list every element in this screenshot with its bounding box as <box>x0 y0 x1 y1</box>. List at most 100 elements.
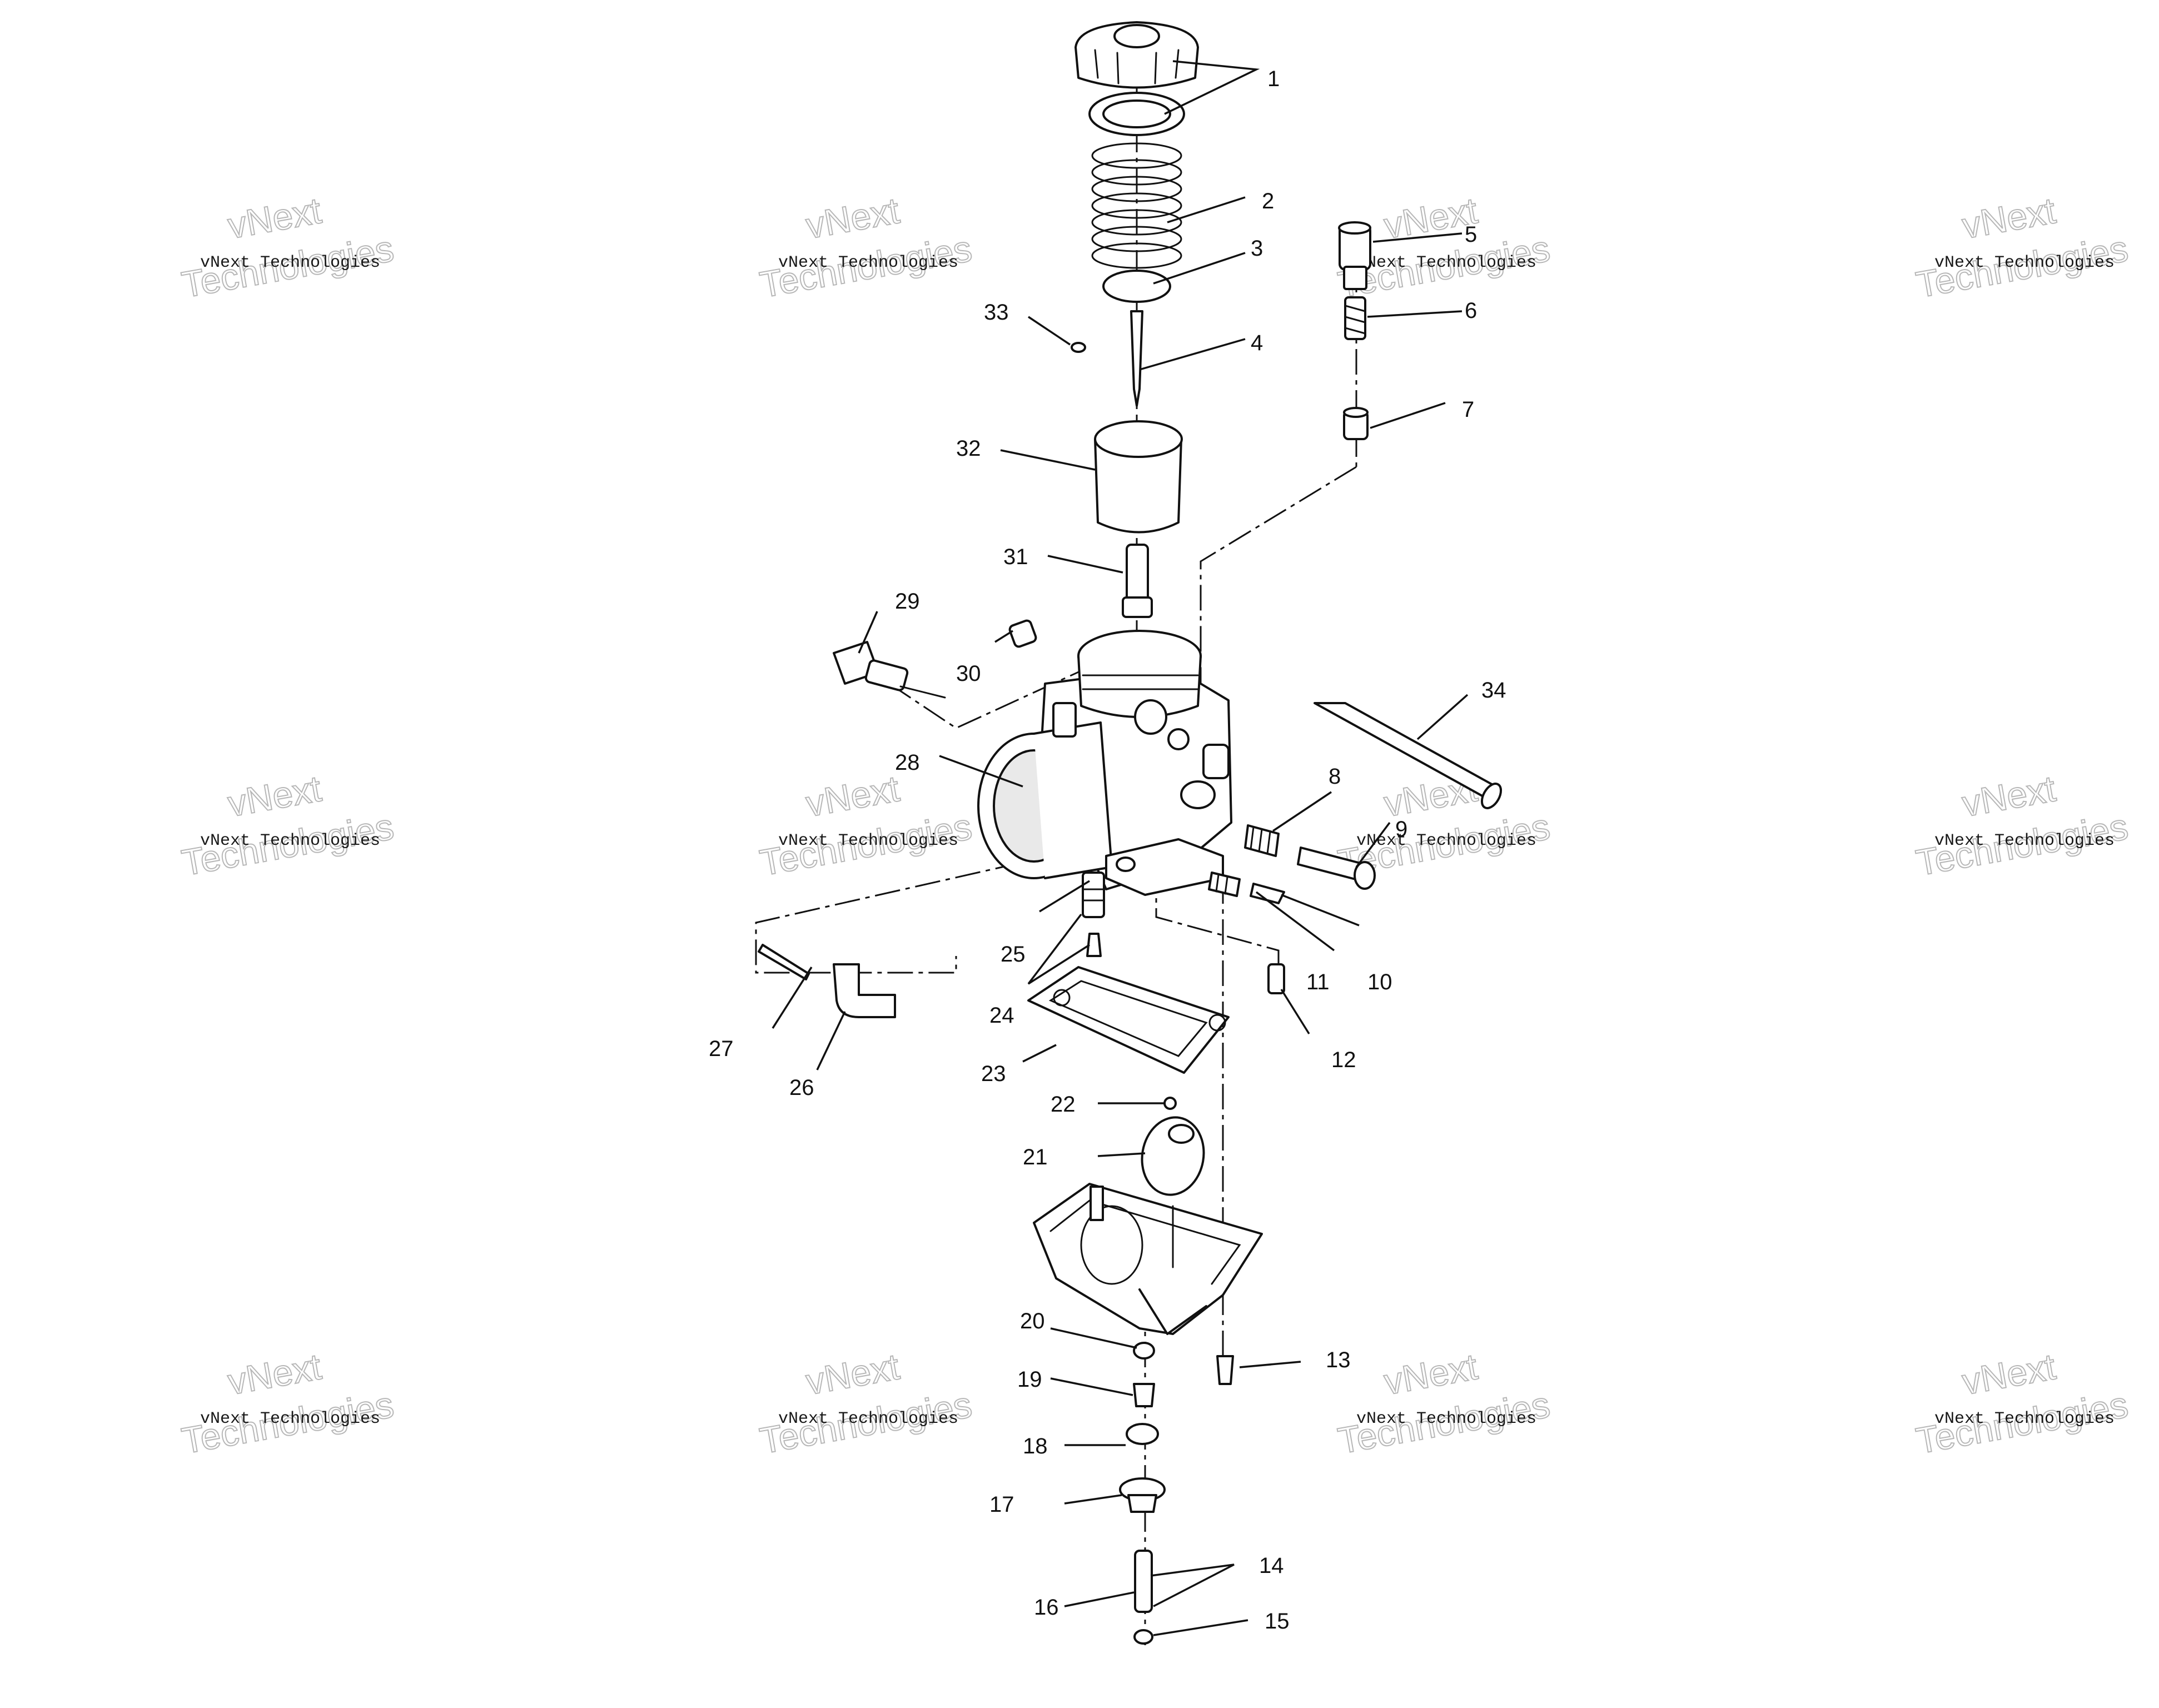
callout-10: 10 <box>1367 970 1392 994</box>
callout-32: 32 <box>956 436 981 461</box>
callout-3: 3 <box>1251 236 1263 261</box>
callout-5: 5 <box>1465 222 1477 247</box>
svg-text:vNext Technologies: vNext Technologies <box>1356 253 1536 272</box>
part-8-spring <box>1244 824 1280 857</box>
svg-text:vNext: vNext <box>225 1346 324 1402</box>
callout-21: 21 <box>1023 1145 1048 1169</box>
part-20-washer <box>1133 1342 1155 1360</box>
part-33-clip <box>1071 342 1086 353</box>
callout-25: 25 <box>1001 942 1026 967</box>
callout-20: 20 <box>1020 1309 1045 1333</box>
part-34-float-pin <box>1314 702 1503 809</box>
watermark: vNext Technologies vNext Technologies <box>1912 189 2131 306</box>
svg-text:vNext: vNext <box>803 768 902 824</box>
part-26-bracket <box>833 963 896 1018</box>
callout-7: 7 <box>1462 397 1474 422</box>
callout-12: 12 <box>1331 1048 1356 1072</box>
part-22-ball <box>1163 1097 1177 1110</box>
watermark: vNext Technologies vNext Technologies <box>1334 1345 1553 1462</box>
part-29-starter-plunger <box>833 641 946 699</box>
watermark: vNext Technologies vNext Technologies <box>178 189 397 306</box>
part-1-cap <box>1074 21 1199 136</box>
part-12-pilot-jet <box>1267 963 1285 994</box>
part-18-o-ring <box>1126 1423 1159 1445</box>
callout-16: 16 <box>1034 1595 1059 1620</box>
callout-labels: 1 2 3 33 4 32 31 5 6 7 29 30 28 34 8 9 1… <box>709 67 1506 1634</box>
callout-29: 29 <box>895 589 920 614</box>
callout-24: 24 <box>989 1003 1014 1028</box>
part-13-screw <box>1216 1355 1234 1385</box>
callout-18: 18 <box>1023 1434 1048 1458</box>
float-bowl <box>1033 1183 1263 1335</box>
callout-22: 22 <box>1051 1092 1076 1117</box>
callout-23: 23 <box>981 1062 1006 1086</box>
svg-text:vNext Technologies: vNext Technologies <box>778 1410 958 1428</box>
part-24-needle-valve <box>1086 933 1102 957</box>
part-27-rod <box>758 944 810 980</box>
svg-text:vNext: vNext <box>1381 1346 1480 1402</box>
part-17-drain-plug <box>1119 1477 1166 1513</box>
part-23-float-bowl-gasket <box>1027 966 1230 1074</box>
svg-text:vNext: vNext <box>803 190 902 246</box>
watermark: vNext Technologies vNext Technologies <box>1912 1345 2131 1462</box>
callout-4: 4 <box>1251 331 1263 355</box>
svg-text:vNext: vNext <box>803 1346 902 1402</box>
callout-6: 6 <box>1465 298 1477 323</box>
callout-14: 14 <box>1259 1553 1284 1578</box>
part-9-throttle-stop-screw <box>1297 846 1376 890</box>
svg-text:vNext Technologies: vNext Technologies <box>1934 1410 2115 1428</box>
svg-text:vNext Technologies: vNext Technologies <box>1356 831 1536 850</box>
svg-text:vNext: vNext <box>225 768 324 824</box>
part-6-spring <box>1344 296 1366 340</box>
part-11-spring <box>1208 872 1241 897</box>
svg-text:vNext: vNext <box>1959 1346 2058 1402</box>
svg-text:vNext Technologies: vNext Technologies <box>200 253 380 272</box>
svg-text:vNext Technologies: vNext Technologies <box>1934 831 2115 850</box>
watermark: vNext Technologies vNext Technologies <box>756 189 975 306</box>
callout-34: 34 <box>1481 678 1506 703</box>
callout-17: 17 <box>989 1492 1014 1517</box>
leader-lines <box>772 60 1469 1636</box>
part-30-cap <box>1008 619 1037 648</box>
callout-19: 19 <box>1017 1367 1042 1392</box>
callout-2: 2 <box>1262 189 1274 213</box>
svg-text:vNext: vNext <box>1959 768 2058 824</box>
part-15-screw <box>1133 1629 1153 1645</box>
callout-26: 26 <box>789 1075 814 1100</box>
callout-27: 27 <box>709 1037 734 1061</box>
watermark: vNext Technologies vNext Technologies <box>178 767 397 884</box>
callout-13: 13 <box>1326 1348 1351 1372</box>
callout-33: 33 <box>984 300 1009 325</box>
callout-1: 1 <box>1267 67 1280 91</box>
part-4-needle <box>1130 310 1143 407</box>
svg-text:vNext Technologies: vNext Technologies <box>1934 253 2115 272</box>
callout-30: 30 <box>956 661 981 686</box>
part-32-throttle-valve <box>1094 420 1183 534</box>
svg-text:vNext Technologies: vNext Technologies <box>200 1410 380 1428</box>
watermark: vNext Technologies vNext Technologies <box>178 1345 397 1462</box>
watermark: vNext Technologies vNext Technologies <box>756 767 975 884</box>
part-16-tube <box>1134 1550 1153 1613</box>
svg-text:vNext Technologies: vNext Technologies <box>778 253 958 272</box>
part-3-plate <box>1102 270 1171 303</box>
svg-text:vNext Technologies: vNext Technologies <box>200 831 380 850</box>
part-5-pilot-air-screw <box>1338 221 1371 290</box>
callout-15: 15 <box>1265 1609 1290 1634</box>
svg-text:vNext Technologies: vNext Technologies <box>1356 1410 1536 1428</box>
callout-9: 9 <box>1395 817 1407 841</box>
watermark: vNext Technologies vNext Technologies <box>1912 767 2131 884</box>
part-19-main-jet <box>1133 1383 1155 1407</box>
part-28-carburetor-body <box>977 630 1232 896</box>
callout-31: 31 <box>1003 545 1028 569</box>
part-25-jet-holder <box>1082 872 1105 918</box>
watermark: vNext Technologies vNext Technologies <box>756 1345 975 1462</box>
svg-text:vNext: vNext <box>225 190 324 246</box>
svg-text:vNext: vNext <box>1959 190 2058 246</box>
part-7-plunger <box>1343 407 1369 440</box>
part-21-float <box>1141 1116 1205 1196</box>
callout-28: 28 <box>895 750 920 775</box>
part-2-spring <box>1091 142 1182 269</box>
part-10-pilot-screw <box>1250 883 1285 904</box>
callout-11: 11 <box>1306 970 1330 994</box>
